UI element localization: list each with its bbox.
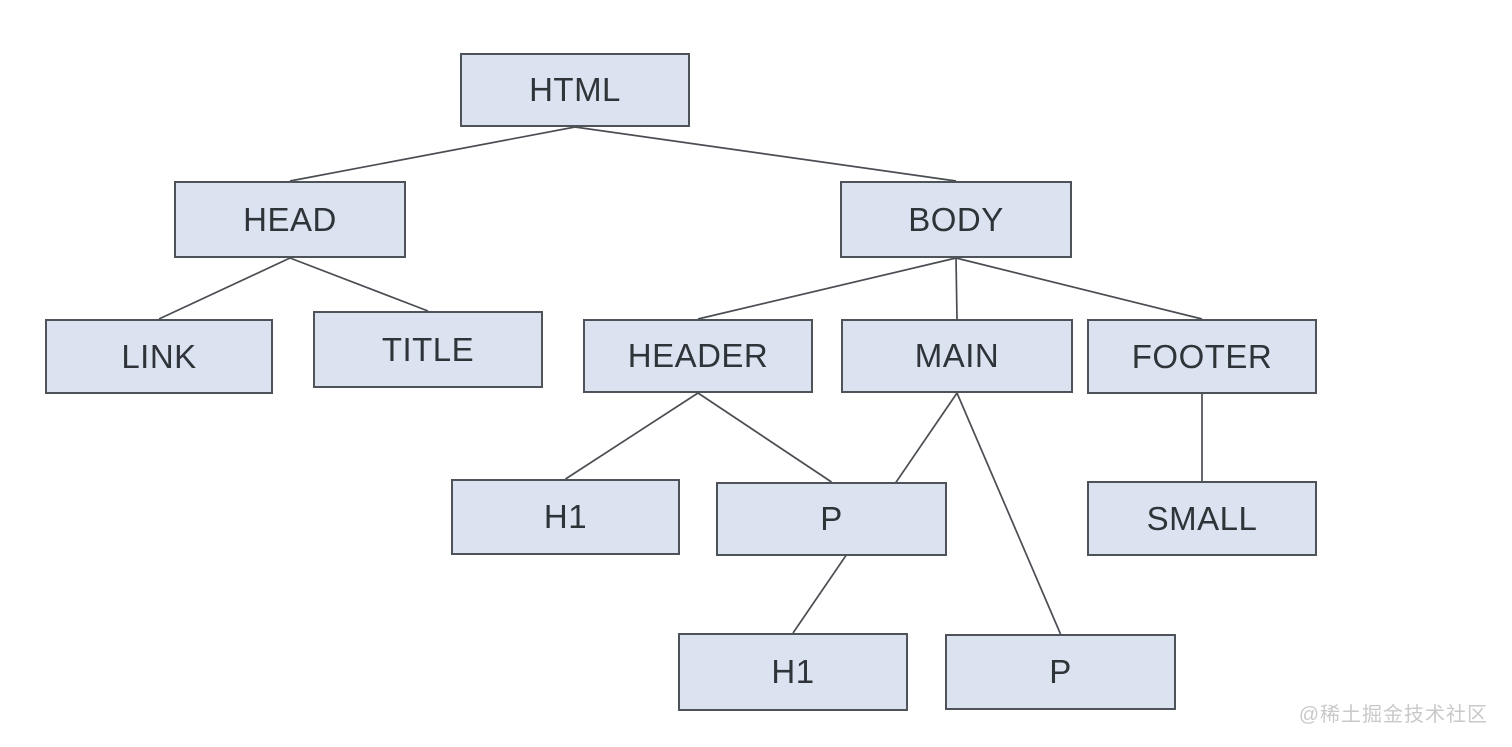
- node-label: HTML: [529, 71, 621, 108]
- node-main: MAIN: [841, 319, 1073, 393]
- edge-body-header: [697, 257, 957, 320]
- node-head: HEAD: [174, 181, 406, 258]
- node-link: LINK: [45, 319, 273, 394]
- node-h1-header: H1: [451, 479, 680, 555]
- node-label: MAIN: [914, 337, 1000, 374]
- node-label: HEADER: [627, 337, 769, 374]
- node-label: TITLE: [381, 330, 475, 368]
- node-header: HEADER: [583, 319, 813, 393]
- edge-html-body: [574, 126, 957, 182]
- edge-html-head: [289, 126, 576, 182]
- node-footer: FOOTER: [1087, 319, 1317, 394]
- node-small: SMALL: [1087, 481, 1317, 556]
- node-label: LINK: [121, 337, 197, 375]
- node-title: TITLE: [313, 311, 543, 388]
- edge-body-main: [955, 257, 958, 320]
- node-label: P: [820, 500, 843, 537]
- watermark-text: @稀土掘金技术社区: [1298, 704, 1488, 726]
- edge-header-p-header: [697, 392, 832, 483]
- node-label: SMALL: [1146, 499, 1258, 537]
- node-body: BODY: [840, 181, 1072, 258]
- node-label: BODY: [908, 200, 1004, 238]
- node-label: FOOTER: [1131, 337, 1273, 375]
- node-html: HTML: [460, 53, 690, 127]
- edge-header-h1-header: [565, 392, 699, 480]
- edge-body-footer: [955, 257, 1203, 320]
- node-label: H1: [771, 653, 815, 690]
- node-label: P: [1049, 653, 1072, 690]
- node-p-main: P: [945, 634, 1176, 710]
- edge-head-title: [289, 257, 429, 312]
- node-label: HEAD: [243, 200, 337, 238]
- node-p-header: P: [716, 482, 947, 556]
- node-label: H1: [543, 498, 588, 535]
- edge-main-p-main: [956, 392, 1062, 635]
- edge-head-link: [158, 257, 291, 320]
- node-h1-main: H1: [678, 633, 908, 711]
